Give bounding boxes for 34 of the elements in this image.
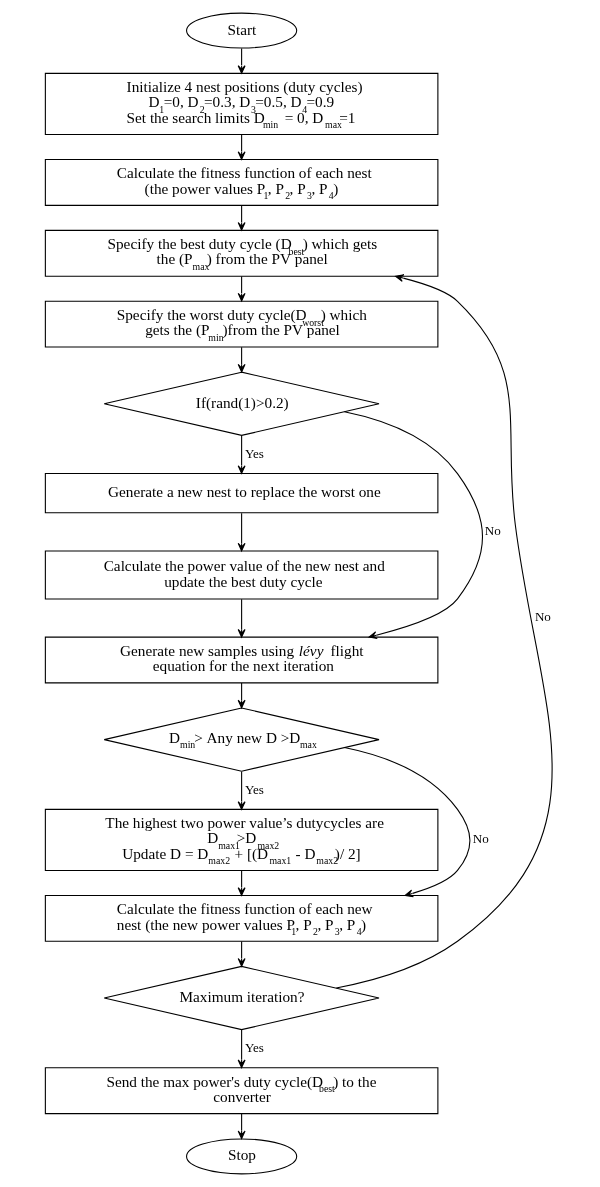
node-box: Calculate the fitness function of each new nest (the new power values P$_{1}$, P$_{2}$, P$_{3}$, P$_{4}$): [44, 894, 438, 942]
node-diamond: If(rand(1)>0.2): [103, 371, 380, 436]
edge-label: No: [484, 523, 501, 539]
node-box: Calculate the power value of the new nest and update the best duty cycle: [44, 550, 438, 600]
node-diamond: Maximum iteration?: [103, 965, 380, 1031]
arrow: [237, 682, 246, 709]
node-ellipse: Stop: [185, 1138, 297, 1175]
node-box: Send the max power's duty cycle(D$_{best}$) to the converter: [44, 1067, 438, 1115]
arrow: [237, 435, 246, 474]
arrow: [237, 771, 246, 810]
arrow: [237, 1029, 246, 1069]
node-diamond: D$_{min}$> Any new D >D$_{max}$: [103, 707, 380, 772]
node-box: Calculate the fitness function of each nest (the power values P$_{1}$, P$_{2}$, P$_{3}$, P$_{4}$): [44, 159, 438, 206]
edge-label: Yes: [244, 1040, 264, 1056]
arrow: [237, 512, 246, 552]
arrow: [343, 747, 470, 898]
arrow: [237, 870, 246, 896]
node-ellipse: Start: [185, 12, 297, 49]
node-box: Specify the best duty cycle (D$_{best}$) which gets the (P$_{max}$) from the PV panel: [44, 229, 438, 277]
node-box: Initialize 4 nest positions (duty cycles) D$_{1}$=0, D$_{2}$=0.3, D$_{3}$=0.5, D$_{4}$=0.9 Set the search limits D$_{min}$ = 0, D$_{max}$=1: [44, 72, 438, 135]
edge-label: No: [534, 609, 551, 625]
node-box: Generate a new nest to replace the worst one: [44, 473, 438, 514]
edge-label: Yes: [244, 781, 264, 797]
arrow: [237, 940, 246, 967]
arrow: [237, 134, 246, 160]
node-box: Generate new samples using lévy flight equation for the next iteration: [44, 636, 438, 684]
node-box: Specify the worst duty cycle(D$_{worst}$) which gets the (P$_{min}$)from the PV panel: [44, 300, 438, 348]
arrow: [237, 346, 246, 373]
arrow: [237, 598, 246, 638]
arrow: [343, 411, 483, 640]
edge-label: Yes: [244, 445, 264, 461]
node-box: The highest two power value’s dutycycles are D$_{max1}$>D$_{max2}$ Update D = D$_{max2}$ + [(D$_{max1}$ - D$_{max2}$)/ 2]: [44, 808, 438, 871]
edge-label: No: [472, 831, 489, 847]
arrow: [335, 274, 553, 989]
